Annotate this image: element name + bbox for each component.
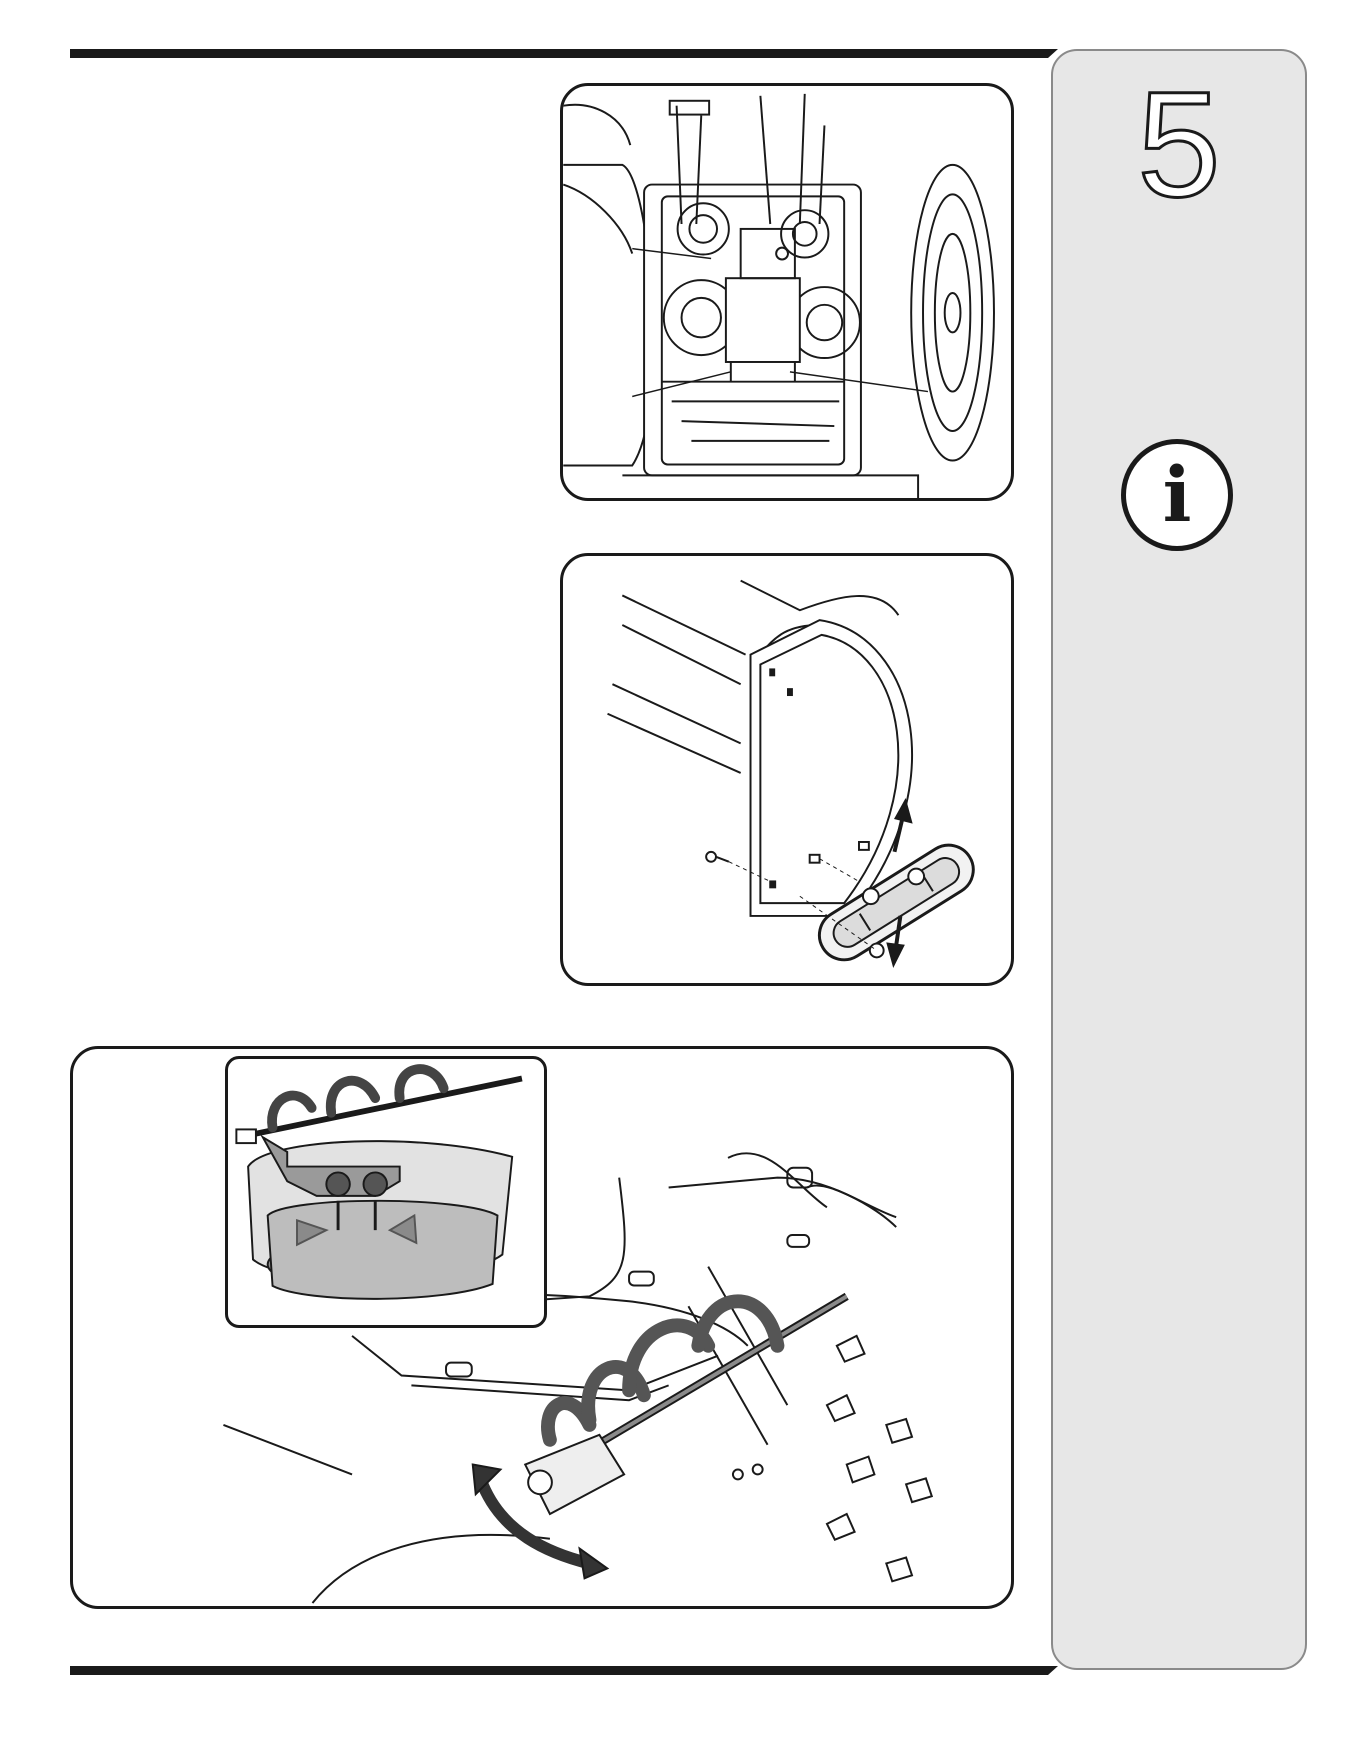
gearbox-illustration xyxy=(563,86,1011,498)
chapter-sidebar: 5 i xyxy=(1051,49,1307,1670)
top-rule xyxy=(70,49,1048,58)
chapter-number: 5 xyxy=(1053,69,1305,219)
info-glyph: i xyxy=(1163,450,1192,539)
skid-shoe-illustration xyxy=(563,556,1011,983)
inset-shave-plate-detail xyxy=(225,1056,547,1328)
shave-plate-detail-illustration xyxy=(228,1059,544,1325)
bottom-rule xyxy=(70,1666,1048,1675)
info-icon: i xyxy=(1121,439,1233,551)
figure-gearbox-rear-view xyxy=(560,83,1014,501)
figure-skid-shoe-adjustment xyxy=(560,553,1014,986)
figure-auger-shave-plate xyxy=(70,1046,1014,1609)
